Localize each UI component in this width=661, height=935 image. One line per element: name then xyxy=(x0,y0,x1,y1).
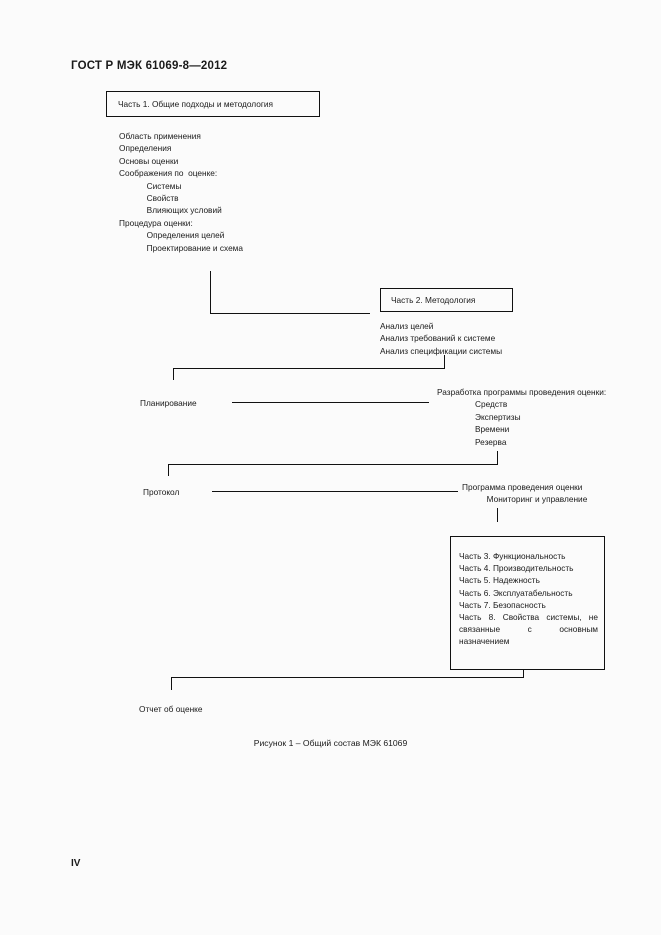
figure-caption: Рисунок 1 – Общий состав МЭК 61069 xyxy=(253,738,408,748)
connector-protocol-dash xyxy=(212,491,458,492)
connector-planning-right-vertical xyxy=(444,355,445,369)
connector-parts-box-stub xyxy=(497,508,498,522)
connector-planning-left-vertical xyxy=(173,368,174,380)
parts-list-item-8: Часть 8. Свойства системы, не связанные … xyxy=(459,612,598,647)
connector-report-left-vertical xyxy=(171,677,172,690)
connector-protocol-right-vertical xyxy=(497,451,498,465)
parts-list-item-5: Часть 5. Надежность xyxy=(459,575,540,586)
diagram-box-parts-3-8: Часть 3. Функциональность Часть 4. Произ… xyxy=(450,536,605,670)
program-execution-block: Программа проведения оценки Мониторинг и… xyxy=(462,481,612,506)
program-development-block: Разработка программы проведения оценки: … xyxy=(437,386,625,448)
part2-contents-text: Анализ целей Анализ требований к системе… xyxy=(380,321,503,356)
parts-3-8-list: Часть 3. Функциональность Часть 4. Произ… xyxy=(459,550,598,648)
connector-planning-horizontal xyxy=(173,368,445,369)
diagram-box-part1: Часть 1. Общие подходы и методология xyxy=(106,91,320,117)
program-development-heading: Разработка программы проведения оценки: xyxy=(437,387,607,397)
program-execution-line1: Программа проведения оценки xyxy=(462,482,583,492)
diagram-box-part1-label: Часть 1. Общие подходы и методология xyxy=(118,99,273,109)
connector-protocol-horizontal xyxy=(168,464,498,465)
connector-report-right-vertical xyxy=(523,670,524,678)
diagram-box-part2: Часть 2. Методология xyxy=(380,288,513,312)
diagram-box-part2-label: Часть 2. Методология xyxy=(391,295,476,305)
protocol-label: Протокол xyxy=(143,487,180,497)
document-standard-title: ГОСТ Р МЭК 61069-8—2012 xyxy=(71,60,228,72)
connector-planning-dash xyxy=(232,402,429,403)
parts-list-item-7: Часть 7. Безопасность xyxy=(459,599,546,610)
connector-part1-horizontal xyxy=(210,313,370,314)
parts-list-item-4: Часть 4. Производительность xyxy=(459,563,574,574)
planning-label: Планирование xyxy=(140,398,197,408)
parts-list-item-3: Часть 3. Функциональность xyxy=(459,551,566,561)
connector-part1-vertical xyxy=(210,271,211,314)
program-development-items: Средств Экспертизы Времени Резерва xyxy=(475,399,521,447)
page-number: IV xyxy=(71,858,81,869)
part1-contents-text: Область применения Определения Основы оц… xyxy=(119,131,243,253)
report-label: Отчет об оценке xyxy=(139,704,203,714)
program-execution-line2: Мониторинг и управление xyxy=(486,494,588,505)
parts-list-item-6: Часть 6. Эксплуатабельность xyxy=(459,587,573,598)
connector-report-horizontal xyxy=(171,677,524,678)
connector-protocol-left-vertical xyxy=(168,464,169,476)
